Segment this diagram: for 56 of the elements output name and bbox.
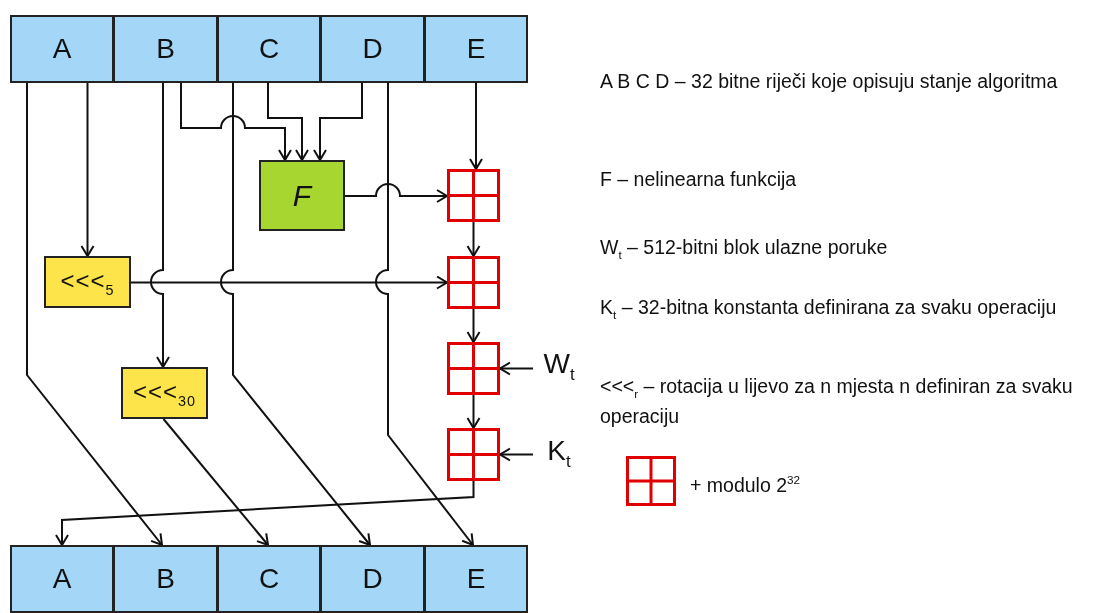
input-label: K$_{t}$ [547, 434, 571, 472]
arrow [80, 82, 95, 257]
definition-text: W$_{t}$ – 512-bitni blok ulazne poruke [600, 236, 889, 263]
register-cell [10, 545, 114, 613]
arrow [466, 394, 481, 429]
register-cell [217, 545, 321, 613]
arrow [150, 82, 170, 368]
rotation-box [44, 256, 131, 308]
arrow [313, 82, 363, 161]
register-label: D [362, 563, 383, 595]
register-cell [424, 545, 528, 613]
arrow [267, 82, 309, 161]
input-label: W$_{t}$ [543, 347, 575, 385]
rotation-label: <<<$_{30}$ [132, 377, 197, 409]
modular-adder-box [447, 428, 500, 481]
modular-adder-box [447, 342, 500, 395]
register-label: E [466, 33, 486, 65]
modular-adder-box [447, 256, 500, 309]
register-cell [10, 15, 114, 83]
arrow [344, 183, 448, 203]
modular-adder-box [447, 169, 500, 222]
register-label: D [362, 33, 383, 65]
rotation-box [121, 367, 208, 419]
definition-text: K$_{t}$ – 32-bitna konstanta definirana za svaku operaciju [600, 296, 1058, 323]
arrow [162, 418, 269, 546]
register-cell [113, 545, 218, 613]
arrow [375, 82, 474, 546]
arrow [499, 361, 534, 376]
register-cell [424, 15, 528, 83]
arrow [499, 447, 534, 462]
arrow [466, 221, 481, 257]
register-label: A [52, 563, 72, 595]
function-box [259, 160, 345, 231]
arrow [466, 308, 481, 343]
arrow [220, 82, 371, 546]
arrow [130, 275, 448, 290]
register-label: C [258, 33, 280, 65]
register-label: E [466, 563, 486, 595]
register-label: C [258, 563, 280, 595]
legend-text: + modulo 2$^{32}$ [690, 472, 802, 497]
definition-text: <<<$_{r}$ – rotacija u lijevo za n mjesta n definiran za svaku operaciju [600, 375, 1074, 428]
register-cell [113, 15, 218, 83]
rotation-label: <<<$_{5}$ [60, 266, 115, 298]
arrow [469, 82, 483, 170]
register-label: B [156, 563, 175, 595]
arrow [180, 82, 292, 161]
definition-text: F – nelinearna funkcija [600, 168, 798, 191]
register-label: B [156, 33, 175, 65]
register-label: A [52, 33, 72, 65]
arrow [55, 480, 475, 546]
register-cell [217, 15, 321, 83]
arrow [26, 82, 163, 546]
register-cell [320, 545, 425, 613]
function-label: F [292, 178, 312, 213]
definition-text: A B C D – 32 bitne riječi koje opisuju stanje algoritma [600, 70, 1059, 93]
register-cell [320, 15, 425, 83]
